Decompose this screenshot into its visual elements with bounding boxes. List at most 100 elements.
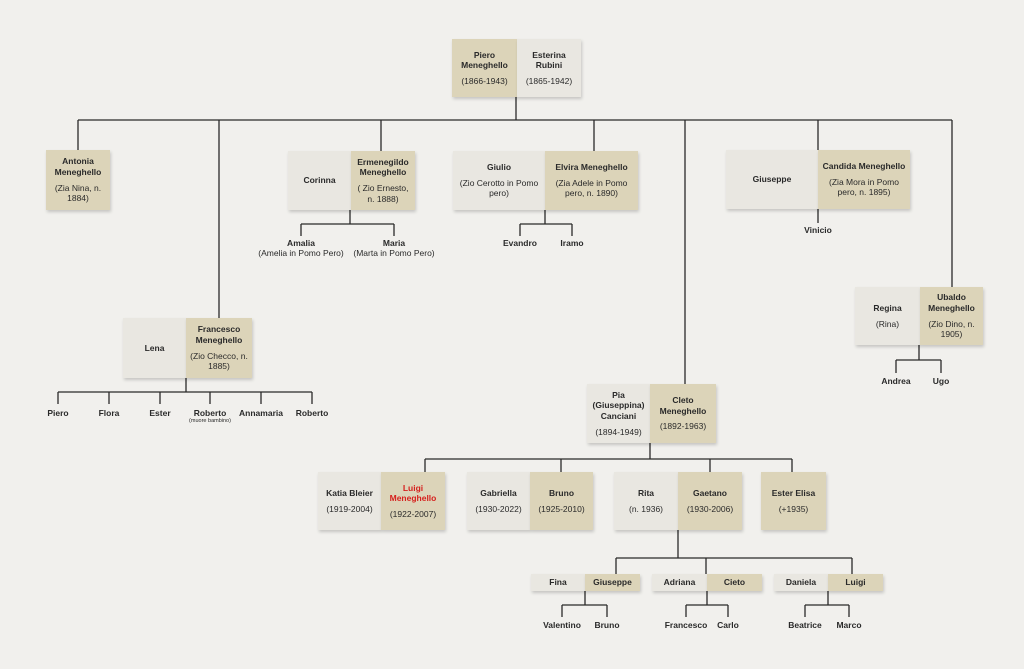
child-name: Ugo <box>932 376 950 386</box>
person-name: Bruno <box>548 487 575 498</box>
person-box-regina: Regina (Rina) <box>855 287 920 345</box>
person-name: Regina <box>873 302 902 313</box>
person-note: ( Zio Ernesto, n. 1888) <box>357 183 409 204</box>
person-box-luigi-2: Luigi <box>828 574 883 591</box>
person-dates: (1930-2022) <box>475 503 522 514</box>
person-box-lena: Lena <box>123 318 186 378</box>
child-name: Flora <box>98 408 120 418</box>
child-name: Carlo <box>717 620 739 630</box>
child-note: (Amelia in Pomo Pero) <box>258 248 344 259</box>
person-name: Cleto Meneghello <box>659 395 707 416</box>
person-name: Elvira Meneghello <box>555 162 628 173</box>
person-dates: (1919-2004) <box>326 503 373 514</box>
person-note: (Zio Dino, n. 1905) <box>928 318 975 340</box>
person-name: Adriana <box>663 577 696 588</box>
person-note: (Zio Checco, n. 1885) <box>190 350 248 372</box>
child-valentino: Valentino <box>543 620 581 630</box>
person-name: Cieto <box>723 577 746 588</box>
child-vinicio: Vinicio <box>804 225 832 235</box>
person-box-ubaldo-meneghello: Ubaldo Meneghello (Zio Dino, n. 1905) <box>920 287 983 345</box>
person-box-ermenegildo-meneghello: Ermenegildo Meneghello ( Zio Ernesto, n.… <box>351 151 415 210</box>
child-name: Vinicio <box>804 225 832 235</box>
person-note: (Zia Nina, n. 1884) <box>54 182 102 204</box>
person-name: Giuseppe <box>593 577 632 588</box>
child-marco: Marco <box>836 620 861 630</box>
child-name: Andrea <box>881 376 911 386</box>
person-note: (Zia Mora in Pomo pero, n. 1895) <box>829 176 899 198</box>
person-name: Fina <box>549 577 567 588</box>
person-box-giuseppe: Giuseppe <box>726 150 818 209</box>
person-box-elvira-meneghello: Elvira Meneghello (Zia Adele in Pomo per… <box>545 151 638 210</box>
person-dates: (1925-2010) <box>538 503 585 514</box>
person-name: Piero Meneghello <box>461 49 508 71</box>
child-andrea: Andrea <box>881 376 910 386</box>
child-roberto-1: Roberto (muore bambino) <box>189 408 231 425</box>
child-annamaria: Annamaria <box>239 408 283 418</box>
person-box-adriana: Adriana <box>652 574 707 591</box>
child-name: Bruno <box>594 620 620 630</box>
child-name: Evandro <box>502 238 538 248</box>
person-dates: (1866-1943) <box>461 75 508 86</box>
child-name: Valentino <box>543 620 581 630</box>
child-note: (muore bambino) <box>189 418 231 425</box>
person-name-highlighted: Luigi Meneghello <box>389 482 437 504</box>
child-name: Annamaria <box>239 408 283 418</box>
person-box-pia-canciani: Pia (Giuseppina) Canciani (1894-1949) <box>587 384 650 443</box>
child-note: (Marta in Pomo Pero) <box>353 248 435 259</box>
person-box-esterina-rubini: Esterina Rubini (1865-1942) <box>517 39 581 97</box>
person-box-giuseppe-2: Giuseppe <box>585 574 640 591</box>
person-box-gaetano: Gaetano (1930-2006) <box>678 472 742 530</box>
person-box-gabriella: Gabriella (1930-2022) <box>467 472 530 530</box>
child-ugo: Ugo <box>933 376 950 386</box>
child-name: Amalia <box>287 238 315 248</box>
person-box-cleto-meneghello: Cleto Meneghello (1892-1963) <box>650 384 716 443</box>
child-piero: Piero <box>47 408 68 418</box>
child-evandro: Evandro <box>503 238 537 248</box>
person-dates: (1930-2006) <box>686 503 734 514</box>
child-name: Piero <box>47 408 69 418</box>
person-box-piero-meneghello: Piero Meneghello (1866-1943) <box>452 39 517 97</box>
person-name: Pia (Giuseppina) Canciani <box>592 389 645 421</box>
person-dates: (1922-2007) <box>389 508 437 519</box>
person-name: Ubaldo Meneghello <box>928 292 975 313</box>
child-francesco: Francesco <box>665 620 708 630</box>
person-name: Gabriella <box>480 487 517 498</box>
child-beatrice: Beatrice <box>788 620 822 630</box>
child-flora: Flora <box>99 408 120 418</box>
person-name: Daniela <box>785 577 817 588</box>
person-box-cieto: Cieto <box>707 574 762 591</box>
child-bruno-2: Bruno <box>594 620 619 630</box>
person-dates: (+1935) <box>778 503 809 514</box>
person-box-katia-bleier: Katia Bleier (1919-2004) <box>318 472 381 530</box>
person-dates: (1894-1949) <box>595 426 642 437</box>
person-box-corinna: Corinna <box>288 151 351 210</box>
person-name: Gaetano <box>692 487 727 498</box>
person-name: Francesco Meneghello <box>195 324 243 345</box>
child-name: Maria <box>382 238 406 248</box>
person-box-ester-elisa: Ester Elisa (+1935) <box>761 472 826 530</box>
child-maria: Maria (Marta in Pomo Pero) <box>353 238 434 258</box>
person-box-candida-meneghello: Candida Meneghello (Zia Mora in Pomo per… <box>818 150 910 209</box>
person-box-rita: Rita (n. 1936) <box>614 472 678 530</box>
child-carlo: Carlo <box>717 620 739 630</box>
person-note: (Zio Cerotto in Pomo pero) <box>459 177 539 199</box>
child-name: Roberto <box>295 408 329 418</box>
child-iramo: Iramo <box>560 238 583 248</box>
person-name: Ester Elisa <box>771 487 816 498</box>
person-name: Katia Bleier <box>326 487 373 498</box>
person-name: Luigi <box>845 577 866 588</box>
person-name: Rita <box>637 487 655 498</box>
person-note: (Zia Adele in Pomo pero, n. 1890) <box>555 177 628 199</box>
person-dates: (1892-1963) <box>659 421 707 432</box>
person-name: Ermenegildo Meneghello <box>357 156 409 178</box>
person-box-giulio: Giulio (Zio Cerotto in Pomo pero) <box>453 151 545 210</box>
child-name: Marco <box>836 620 862 630</box>
child-ester: Ester <box>149 408 170 418</box>
person-name: Lena <box>144 342 165 353</box>
person-name: Giuseppe <box>752 174 792 185</box>
person-note: (Rina) <box>875 318 900 329</box>
child-name: Iramo <box>560 238 584 248</box>
person-dates: (n. 1936) <box>628 503 664 514</box>
person-box-antonia-meneghello: Antonia Meneghello (Zia Nina, n. 1884) <box>46 150 110 210</box>
